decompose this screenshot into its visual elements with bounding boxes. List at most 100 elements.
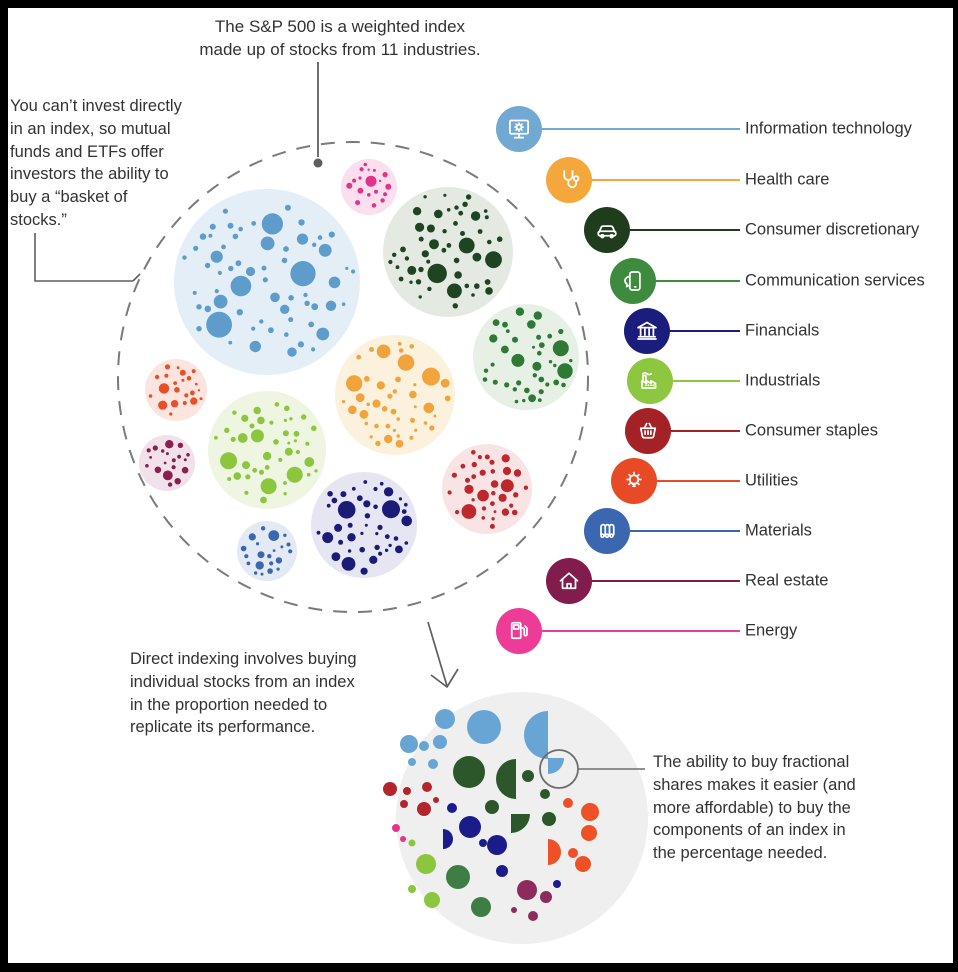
fractional-share-circle: [528, 911, 538, 921]
stock-dot: [235, 260, 242, 267]
annotation-fractional-shares: The ability to buy fractional shares mak…: [653, 753, 856, 863]
stock-dot: [522, 398, 526, 403]
stock-dot: [360, 567, 368, 575]
stock-dot: [322, 532, 334, 544]
stock-dot: [204, 305, 212, 313]
stock-dot: [214, 289, 219, 294]
stock-dot: [545, 382, 550, 387]
stock-dot: [384, 434, 393, 444]
fractional-share-circle: [424, 892, 440, 908]
legend-icon-circle-industrials: [627, 358, 673, 404]
stock-dot: [208, 233, 213, 238]
stock-dot: [359, 167, 364, 172]
stock-dot: [199, 397, 203, 401]
cluster-real-estate: [139, 435, 195, 491]
stock-dot: [458, 237, 475, 254]
stock-dot: [418, 295, 422, 299]
stock-dot: [548, 360, 553, 364]
stock-dot: [453, 257, 460, 264]
stock-dot: [297, 341, 304, 348]
stock-dot: [377, 524, 383, 531]
stock-dot: [246, 561, 251, 566]
stock-dot: [369, 435, 373, 439]
stock-dot: [393, 536, 399, 541]
stock-dot: [326, 503, 331, 508]
stock-dot: [260, 572, 264, 576]
stock-dot: [375, 440, 381, 447]
stock-dot: [261, 213, 283, 235]
stock-dot: [464, 283, 470, 289]
stock-dot: [423, 421, 428, 425]
stock-dot: [569, 358, 573, 363]
stock-dot: [427, 263, 447, 284]
stock-dot: [192, 290, 197, 295]
stock-dot: [524, 387, 530, 394]
stock-dot: [267, 568, 273, 574]
stock-dot: [373, 504, 378, 510]
stock-dot: [396, 417, 401, 421]
stock-dot: [442, 229, 447, 234]
legend-connector-consumer-staples: [671, 430, 740, 432]
stock-dot: [311, 425, 317, 432]
stock-dot: [490, 501, 495, 506]
stock-dot: [485, 251, 502, 269]
stock-dot: [490, 480, 499, 488]
legend-label-utilities: Utilities: [745, 471, 799, 490]
fractional-share-circle: [459, 816, 481, 838]
stock-dot: [283, 246, 289, 252]
stock-dot: [511, 353, 525, 367]
fractional-share-circle: [540, 789, 550, 799]
stock-dot: [214, 435, 218, 440]
cluster-health-care: [335, 335, 455, 455]
fractional-share-circle: [453, 756, 485, 788]
stock-dot: [260, 526, 266, 531]
stock-dot: [199, 233, 207, 240]
legend-icon-circle-energy: [496, 608, 542, 654]
stock-dot: [477, 229, 483, 234]
stock-dot: [532, 361, 542, 371]
stock-dot: [426, 259, 431, 264]
stock-dot: [228, 265, 234, 272]
stock-dot: [376, 381, 385, 390]
fraction-circle-group: [383, 692, 648, 944]
stock-dot: [412, 207, 422, 216]
stock-dot: [483, 368, 489, 373]
stock-dot: [528, 394, 536, 403]
stock-dot: [257, 416, 265, 425]
fractional-share-circle: [447, 803, 457, 813]
stock-dot: [196, 326, 202, 332]
stock-dot: [227, 222, 234, 229]
stock-dot: [482, 377, 488, 382]
legend-connector-real-estate: [592, 580, 740, 582]
stock-dot: [161, 449, 165, 453]
stock-dot: [404, 256, 410, 261]
stock-dot: [409, 435, 414, 440]
stock-dot: [423, 195, 427, 199]
stock-dot: [181, 378, 185, 382]
stock-dot: [364, 421, 369, 426]
stock-dot: [538, 342, 545, 348]
cluster-consumer-discretionary: [383, 187, 513, 317]
stock-dot: [183, 458, 187, 462]
stock-dot: [152, 445, 158, 451]
stock-dot: [381, 406, 388, 412]
stock-dot: [363, 480, 368, 484]
legend-label-consumer-staples: Consumer staples: [745, 421, 878, 440]
stock-dot: [358, 176, 362, 180]
fractional-share-circle: [540, 891, 552, 903]
stock-dot: [452, 303, 458, 309]
legend-label-energy: Energy: [745, 621, 798, 640]
stock-dot: [288, 549, 293, 554]
fractional-share-circle: [553, 880, 561, 888]
stock-dot: [284, 447, 293, 456]
stock-dot: [421, 250, 429, 258]
stock-dot: [558, 328, 564, 335]
legend-connector-industrials: [673, 380, 740, 382]
stock-dot: [471, 450, 476, 455]
stock-dot: [397, 354, 415, 371]
stock-dot: [356, 354, 362, 360]
stock-dot: [270, 292, 280, 303]
stock-dot: [395, 545, 403, 554]
stock-dot: [484, 454, 490, 460]
stock-dot: [241, 414, 249, 422]
